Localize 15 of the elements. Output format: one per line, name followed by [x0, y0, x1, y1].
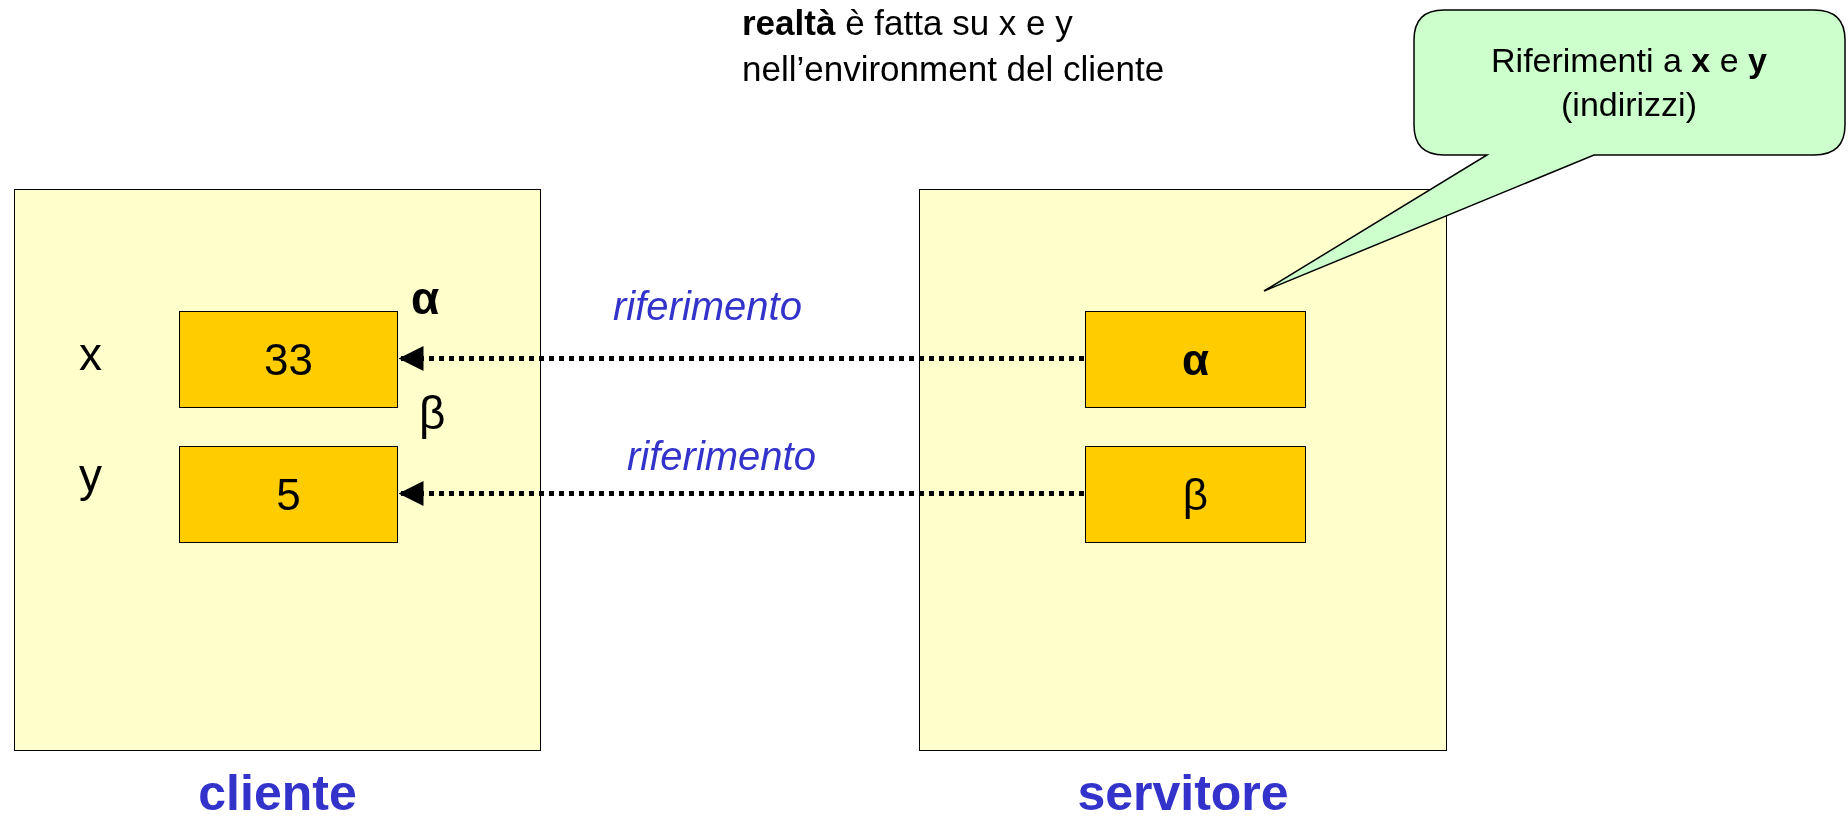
- environment-title: servitore: [1077, 764, 1289, 822]
- note-text: realtà è fatta su x e y nell’environment del cliente: [742, 2, 1166, 91]
- memory-cell: β: [1085, 446, 1306, 543]
- callout-text: Riferimenti a x e y (indirizzi): [1490, 39, 1768, 125]
- variable-label: β: [419, 386, 446, 440]
- speech-bubble: [1263, 9, 1847, 293]
- dotted-arrow: [398, 346, 1084, 371]
- memory-cell: α: [1085, 311, 1306, 408]
- variable-label: α: [411, 271, 440, 325]
- environment-title: cliente: [198, 764, 357, 822]
- memory-cell: 5: [179, 446, 398, 543]
- dotted-arrow: [398, 481, 1084, 506]
- variable-label: y: [79, 448, 102, 502]
- memory-cell: 33: [179, 311, 398, 408]
- variable-label: x: [79, 327, 102, 381]
